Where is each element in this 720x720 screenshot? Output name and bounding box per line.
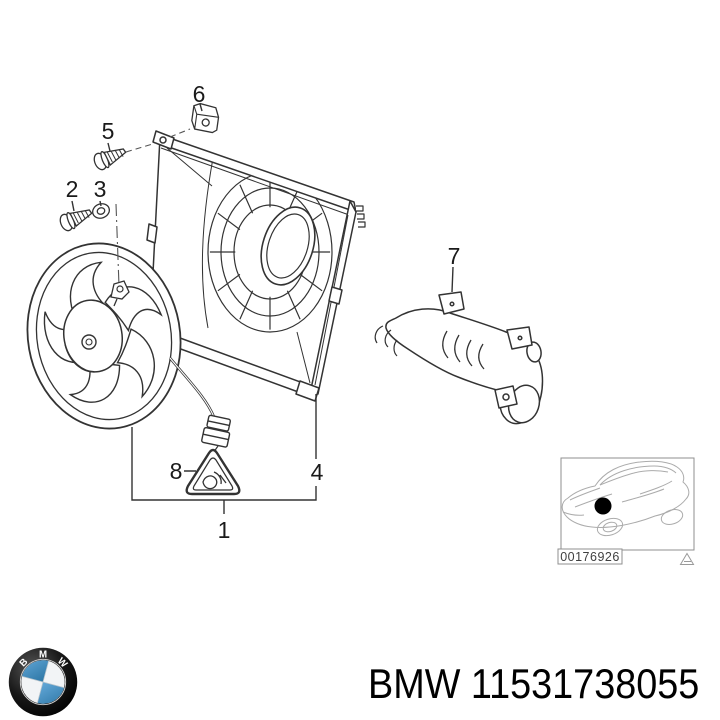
callout-4: 4 — [311, 459, 324, 485]
assembly-guide-lines — [115, 128, 191, 287]
warning-triangle-icon — [185, 448, 241, 496]
motor-mount-bracket — [110, 280, 130, 307]
air-duct — [374, 291, 544, 425]
callout-3: 3 — [94, 176, 107, 202]
connector — [201, 414, 231, 448]
part-number-text: BMW 11531738055 — [368, 660, 700, 707]
callout-2: 2 — [66, 176, 79, 202]
grille-spokes — [209, 174, 331, 330]
fan-shroud — [146, 130, 366, 402]
duct-ribs — [442, 330, 485, 370]
washer-3 — [92, 203, 110, 219]
image-code: 00176926 — [560, 550, 620, 564]
callout-5: 5 — [102, 118, 115, 144]
car-location-thumbnail: 00176926 — [557, 457, 695, 565]
screw-2 — [59, 209, 93, 232]
small-triangle-icon — [679, 552, 695, 565]
clip-nut-6 — [191, 102, 220, 134]
duct-tab-right — [506, 326, 533, 350]
callout-1: 1 — [218, 517, 231, 543]
callout-6: 6 — [193, 81, 206, 107]
car-outline — [561, 460, 690, 537]
bmw-roundel: B M W — [8, 647, 78, 717]
callout-7: 7 — [448, 243, 461, 269]
parts-diagram: 1 2 3 4 5 6 7 8 00176926 — [26, 81, 695, 565]
roundel-quarters — [21, 660, 65, 704]
screw-5 — [93, 148, 127, 171]
roundel-letter-m: M — [39, 649, 47, 660]
fan-impeller — [26, 242, 182, 430]
wiring-harness — [169, 357, 231, 457]
image-code-box — [557, 548, 623, 565]
callout-8: 8 — [170, 458, 183, 484]
location-dot-icon — [594, 497, 612, 515]
callout-lines — [71, 103, 454, 514]
